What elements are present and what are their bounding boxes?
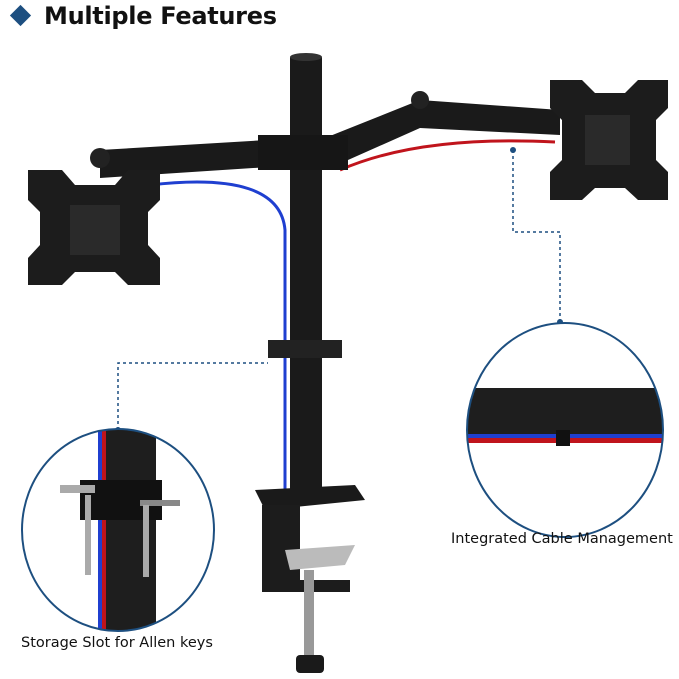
- page-title: Multiple Features: [44, 2, 277, 30]
- allen-key-storage-label: Storage Slot for Allen keys: [21, 635, 213, 651]
- right-vesa-plate: [550, 80, 668, 200]
- cable-management-label: Integrated Cable Management: [451, 531, 673, 547]
- allen-key-storage-detail: [22, 429, 214, 631]
- left-vesa-plate: [28, 170, 160, 285]
- left-arm: [90, 138, 300, 178]
- pole: [258, 53, 348, 500]
- right-arm: [320, 91, 560, 168]
- desk-clamp: [255, 485, 365, 673]
- cable-management-detail: [467, 323, 663, 537]
